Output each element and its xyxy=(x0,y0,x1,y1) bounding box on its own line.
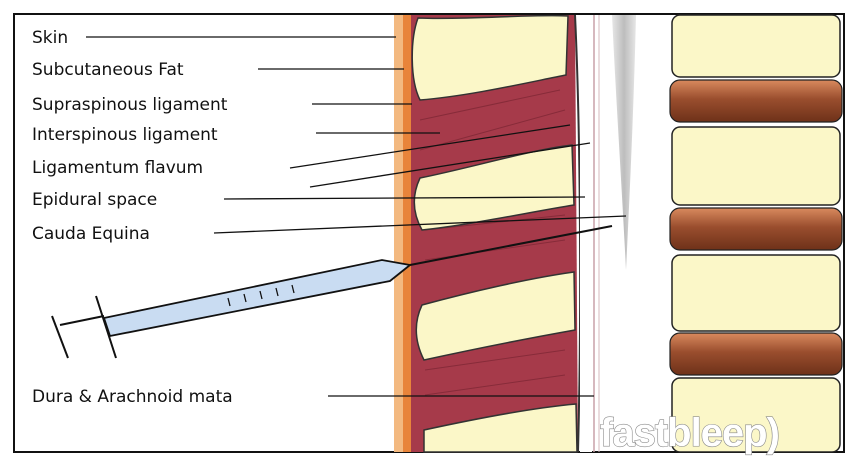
skin-layer xyxy=(394,15,403,452)
label-subcutaneous-fat: Subcutaneous Fat xyxy=(32,60,184,80)
fat-layer xyxy=(403,15,411,452)
label-interspinous-ligament: Interspinous ligament xyxy=(32,125,218,145)
epidural-space xyxy=(580,15,592,452)
label-supraspinous-ligament: Supraspinous ligament xyxy=(32,95,228,115)
label-epidural-space: Epidural space xyxy=(32,190,157,210)
label-dura-arachnoid: Dura & Arachnoid mata xyxy=(32,387,233,407)
fastbleep-logo: fastbleep) xyxy=(600,411,779,455)
label-skin: Skin xyxy=(32,28,68,48)
label-ligamentum-flavum: Ligamentum flavum xyxy=(32,158,203,178)
label-cauda-equina: Cauda Equina xyxy=(32,224,150,244)
